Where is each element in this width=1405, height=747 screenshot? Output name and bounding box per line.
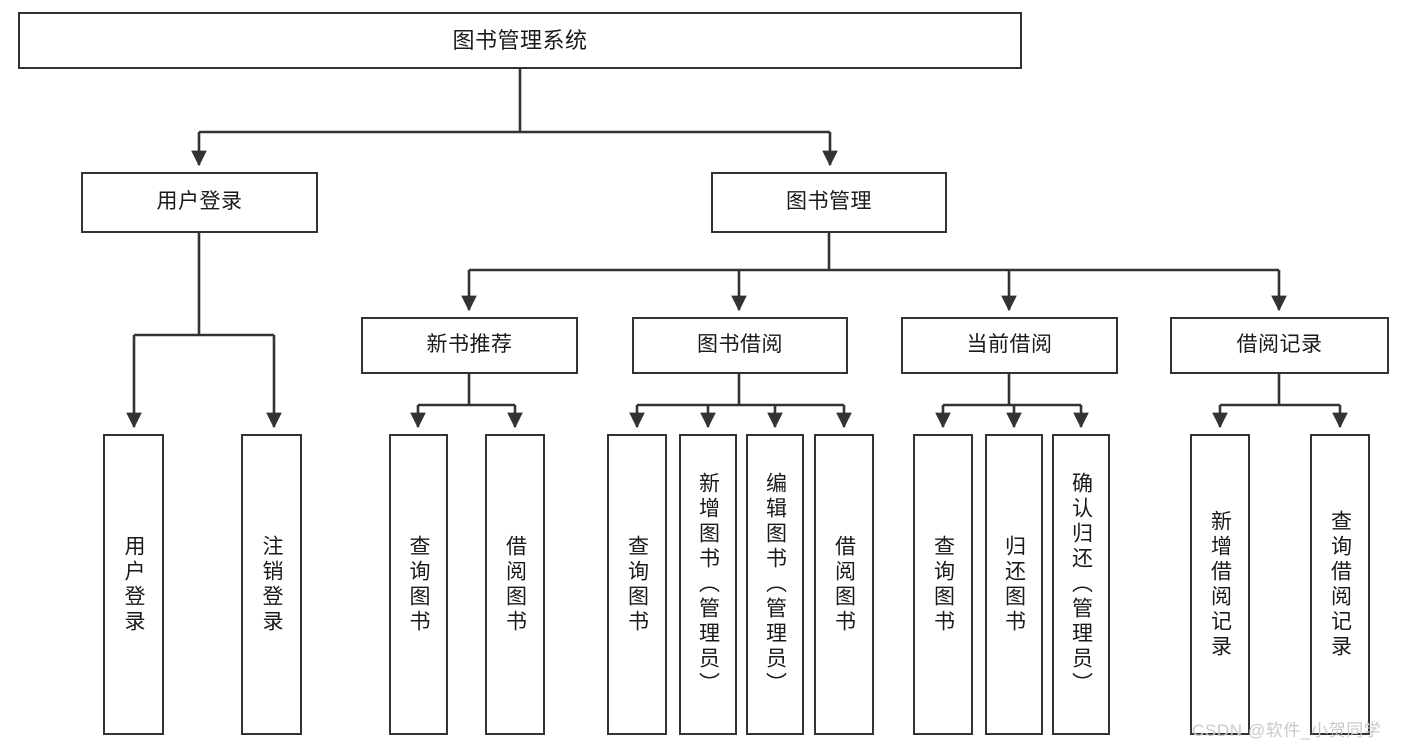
node-user-login[interactable]: 用户登录 xyxy=(81,172,318,233)
leaf-query-record-label: 查询借阅记录 xyxy=(1328,509,1352,660)
leaf-query-book-2-label: 查询图书 xyxy=(625,534,649,635)
csdn-watermark: CSDN @软件_小贺同学 xyxy=(1192,721,1382,740)
node-root[interactable]: 图书管理系统 xyxy=(18,12,1022,69)
leaf-user-login-label: 用户登录 xyxy=(122,534,145,635)
node-borrow-record[interactable]: 借阅记录 xyxy=(1170,317,1389,374)
leaf-query-book-3[interactable]: 查询图书 xyxy=(913,434,973,735)
leaf-return-book[interactable]: 归还图书 xyxy=(985,434,1043,735)
leaf-borrow-book-2-label: 借阅图书 xyxy=(832,534,856,635)
node-book-borrow-label: 图书借阅 xyxy=(697,333,783,357)
node-book-manage-label: 图书管理 xyxy=(786,190,872,214)
leaf-query-record[interactable]: 查询借阅记录 xyxy=(1310,434,1370,735)
leaf-add-record[interactable]: 新增借阅记录 xyxy=(1190,434,1250,735)
leaf-edit-book[interactable]: 编辑图书（管理员） xyxy=(746,434,804,735)
node-book-manage[interactable]: 图书管理 xyxy=(711,172,947,233)
leaf-query-book-1[interactable]: 查询图书 xyxy=(389,434,448,735)
leaf-query-book-3-label: 查询图书 xyxy=(931,534,955,635)
leaf-add-book[interactable]: 新增图书（管理员） xyxy=(679,434,737,735)
leaf-return-book-label: 归还图书 xyxy=(1002,534,1026,635)
leaf-borrow-book-1[interactable]: 借阅图书 xyxy=(485,434,545,735)
leaf-edit-book-label: 编辑图书（管理员） xyxy=(763,472,787,697)
node-new-book-recommend[interactable]: 新书推荐 xyxy=(361,317,578,374)
leaf-user-login[interactable]: 用户登录 xyxy=(103,434,164,735)
node-user-login-label: 用户登录 xyxy=(156,190,243,214)
leaf-confirm-return[interactable]: 确认归还（管理员） xyxy=(1052,434,1110,735)
node-new-book-recommend-label: 新书推荐 xyxy=(426,333,513,357)
node-current-borrow[interactable]: 当前借阅 xyxy=(901,317,1118,374)
leaf-borrow-book-1-label: 借阅图书 xyxy=(503,534,527,635)
leaf-logout[interactable]: 注销登录 xyxy=(241,434,302,735)
node-root-label: 图书管理系统 xyxy=(452,27,588,53)
leaf-query-book-2[interactable]: 查询图书 xyxy=(607,434,667,735)
leaf-confirm-return-label: 确认归还（管理员） xyxy=(1069,472,1093,697)
leaf-logout-label: 注销登录 xyxy=(260,534,283,635)
leaf-query-book-1-label: 查询图书 xyxy=(407,534,430,635)
leaf-add-book-label: 新增图书（管理员） xyxy=(696,472,720,697)
node-current-borrow-label: 当前借阅 xyxy=(966,333,1053,357)
node-borrow-record-label: 借阅记录 xyxy=(1236,333,1323,357)
leaf-borrow-book-2[interactable]: 借阅图书 xyxy=(814,434,874,735)
leaf-add-record-label: 新增借阅记录 xyxy=(1208,509,1232,660)
node-book-borrow[interactable]: 图书借阅 xyxy=(632,317,848,374)
